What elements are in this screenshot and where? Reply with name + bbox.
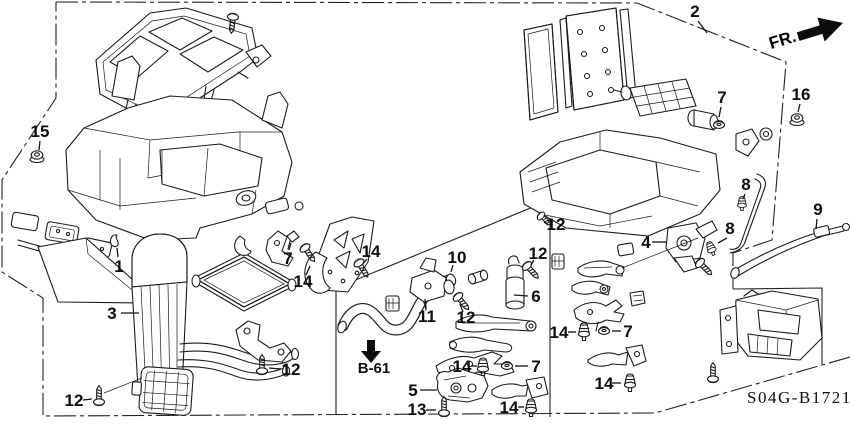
fr-direction-arrow: FR. — [767, 17, 844, 53]
callout-4: 4 — [641, 233, 651, 252]
callout-12-a: 12 — [282, 360, 301, 379]
fr-arrow-icon — [796, 17, 844, 42]
callout-3: 3 — [107, 304, 116, 323]
lower-duct-part — [719, 289, 823, 361]
callout-12-c: 12 — [457, 308, 476, 327]
joint-plate-part — [304, 216, 375, 294]
callout-12-e: 12 — [547, 215, 566, 234]
h-clip-part — [385, 295, 400, 312]
callout-7-right: 7 — [623, 322, 632, 341]
callout-14-e: 14 — [550, 323, 569, 342]
callout-7-left: 7 — [283, 249, 292, 268]
callout-2: 2 — [690, 2, 699, 21]
lever-cluster-center-part — [435, 314, 549, 403]
callout-14-c: 14 — [453, 357, 472, 376]
callout-10: 10 — [448, 248, 467, 267]
drawing-code: S04G-B1721 — [747, 388, 850, 407]
b61-down-arrow-icon — [361, 340, 381, 363]
callout-15: 15 — [31, 122, 50, 141]
callout-14-b: 14 — [362, 242, 381, 261]
heater-case-right-part — [519, 129, 721, 257]
callout-11: 11 — [418, 307, 436, 326]
joint-rod-part — [704, 173, 767, 258]
mounting-rail-part — [10, 211, 143, 304]
drain-tube-part-6 — [505, 255, 525, 310]
actuator-part-4 — [665, 220, 718, 273]
callout-7-top: 7 — [717, 88, 726, 107]
grid-vent-part — [613, 78, 697, 117]
heater-case-left-part — [65, 55, 304, 241]
joint-pin-part — [286, 230, 300, 250]
callout-14-f: 14 — [595, 374, 614, 393]
b61-label: B-61 — [358, 360, 391, 377]
callout-9: 9 — [813, 200, 822, 219]
damper-shaft-part — [687, 109, 773, 157]
callout-1: 1 — [114, 257, 123, 276]
callout-8-upper: 8 — [741, 175, 750, 194]
foot-duct-part — [131, 366, 194, 416]
heater-core-part — [191, 252, 297, 312]
leader-lines — [38, 20, 818, 411]
callout-12-d: 12 — [529, 244, 548, 263]
callout-14-a: 14 — [294, 272, 313, 291]
callout-13: 13 — [408, 400, 427, 419]
water-valve-part-11 — [409, 257, 455, 311]
callout-7-mid: 7 — [531, 357, 540, 376]
callout-labels: 15 2 16 7 8 8 9 1 3 7 14 14 12 12 10 11 … — [31, 2, 823, 419]
callout-12-b: 12 — [65, 391, 84, 410]
clip-part-1 — [109, 234, 119, 248]
control-cable-part — [730, 222, 850, 279]
insulator-pads-part — [523, 7, 637, 121]
callout-8-lower: 8 — [725, 219, 734, 238]
callout-14-d: 14 — [500, 398, 519, 417]
b61-reference: B-61 — [358, 340, 391, 377]
pipe-bracket-part — [234, 230, 300, 363]
lever-cluster-right-part — [551, 253, 647, 367]
callout-6: 6 — [531, 287, 540, 306]
callout-5: 5 — [408, 381, 417, 400]
callout-16: 16 — [792, 85, 811, 104]
fr-label: FR. — [767, 27, 799, 53]
actuator-part-5 — [436, 367, 489, 403]
